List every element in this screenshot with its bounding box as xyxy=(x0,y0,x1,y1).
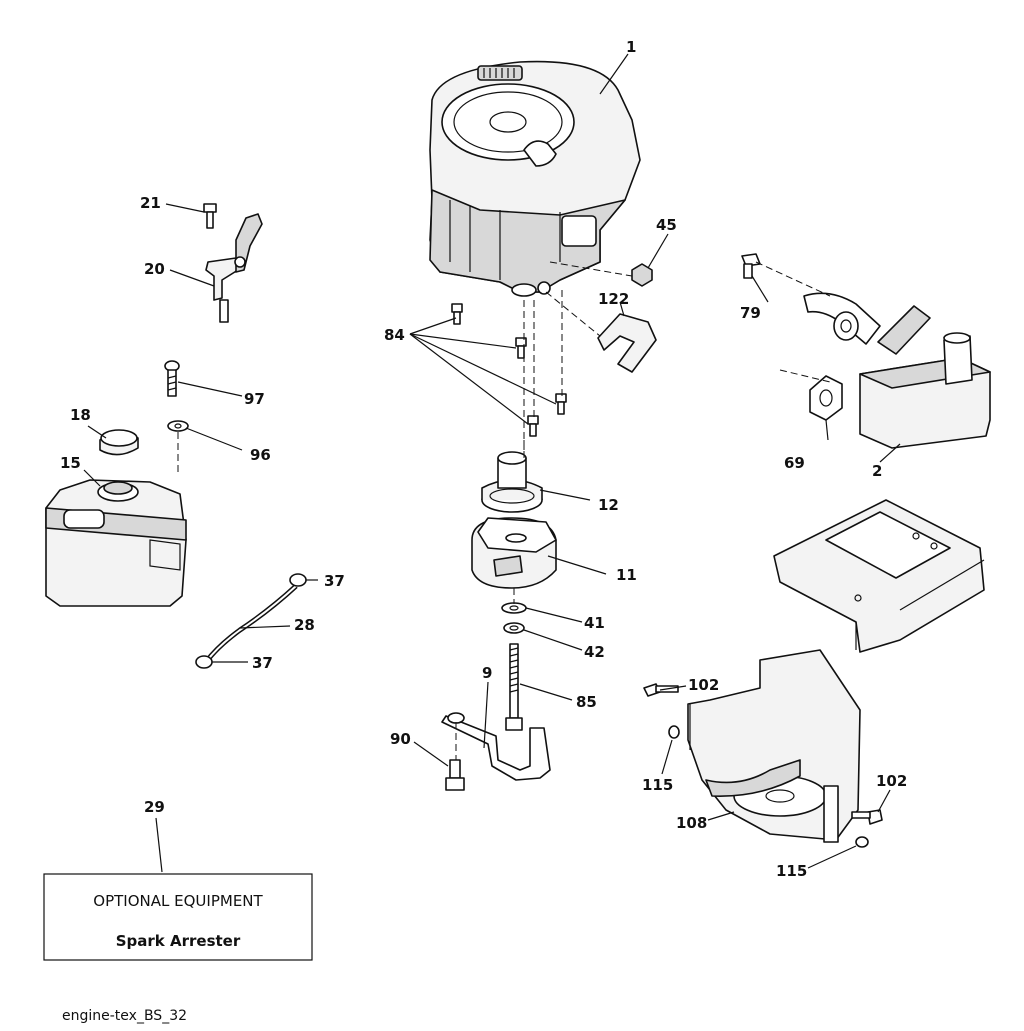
bolt-85 xyxy=(505,643,523,731)
callout-69: 69 xyxy=(784,454,805,472)
callout-15: 15 xyxy=(60,454,81,472)
leader-lines xyxy=(83,53,901,873)
washer-115-right xyxy=(855,836,869,848)
washer-96 xyxy=(167,420,189,432)
fuel-tank xyxy=(45,479,187,607)
callout-85: 85 xyxy=(576,693,597,711)
bracket-122 xyxy=(597,313,657,373)
optional-equipment-item: Spark Arrester xyxy=(116,932,241,950)
callout-90: 90 xyxy=(390,730,411,748)
clutch-11 xyxy=(471,517,557,589)
callout-122: 122 xyxy=(598,290,629,308)
screw-21 xyxy=(203,203,217,229)
callout-12: 12 xyxy=(598,496,619,514)
engine-assembly xyxy=(429,60,641,297)
callout-labels: 1 21 20 84 45 122 79 97 96 18 15 12 11 4… xyxy=(60,38,907,880)
callout-96: 96 xyxy=(250,446,271,464)
gasket-69 xyxy=(809,375,843,421)
callout-108: 108 xyxy=(676,814,707,832)
callout-115-right: 115 xyxy=(776,862,807,880)
washer-41 xyxy=(501,602,527,614)
bolt-90 xyxy=(445,759,465,791)
bolt-102-right xyxy=(851,809,883,825)
clamp-37-top xyxy=(289,573,307,587)
callout-42: 42 xyxy=(584,643,605,661)
clamp-37-bottom xyxy=(195,655,213,669)
callout-97: 97 xyxy=(244,390,265,408)
clutch-bracket-9 xyxy=(441,712,551,781)
diagram-id-label: engine-tex_BS_32 xyxy=(62,1008,187,1024)
washer-115-left xyxy=(668,725,680,739)
washer-42 xyxy=(503,622,525,634)
callout-41: 41 xyxy=(584,614,605,632)
callout-37-bottom: 37 xyxy=(252,654,273,672)
bolt-79 xyxy=(741,253,761,279)
screws-84 xyxy=(451,303,567,437)
callout-20: 20 xyxy=(144,260,165,278)
throttle-control xyxy=(205,213,263,323)
fuel-cap xyxy=(99,429,139,456)
callout-37-top: 37 xyxy=(324,572,345,590)
callout-18: 18 xyxy=(70,406,91,424)
callout-29: 29 xyxy=(144,798,165,816)
screw-97 xyxy=(164,360,180,397)
callout-21: 21 xyxy=(140,194,161,212)
callout-2: 2 xyxy=(872,462,882,480)
optional-equipment-title: OPTIONAL EQUIPMENT xyxy=(93,892,263,910)
nut-45 xyxy=(631,263,653,287)
callout-84: 84 xyxy=(384,326,405,344)
pulley-12 xyxy=(481,451,543,513)
engine-mount-plate xyxy=(773,499,985,653)
callout-79: 79 xyxy=(740,304,761,322)
callout-9: 9 xyxy=(482,664,492,682)
callout-102-top: 102 xyxy=(688,676,719,694)
callout-1: 1 xyxy=(626,38,636,56)
callout-11: 11 xyxy=(616,566,637,584)
callout-45: 45 xyxy=(656,216,677,234)
callout-28: 28 xyxy=(294,616,315,634)
callout-102-right: 102 xyxy=(876,772,907,790)
heat-shield xyxy=(687,649,861,843)
muffler xyxy=(803,292,991,449)
callout-115-left: 115 xyxy=(642,776,673,794)
optional-equipment-box: OPTIONAL EQUIPMENT Spark Arrester xyxy=(43,873,313,961)
